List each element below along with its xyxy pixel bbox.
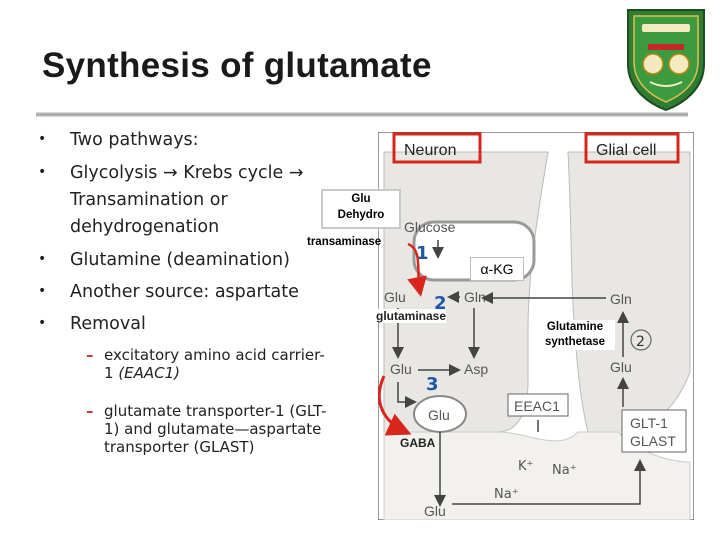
glial-label-box xyxy=(584,132,680,164)
step-1: 1 xyxy=(416,243,429,264)
glt1-glast-box xyxy=(621,409,687,453)
glu-neuron-2: Glu xyxy=(390,361,412,377)
k-ion: K⁺ xyxy=(518,459,533,474)
transaminase-annotation: transaminase xyxy=(307,236,382,248)
glu-glial: Glu xyxy=(610,359,632,375)
synaptic-cleft xyxy=(383,431,691,520)
step-2: 2 xyxy=(434,293,447,314)
akg-annotation: α-KG xyxy=(470,257,524,281)
gln-glial: Gln xyxy=(610,291,632,307)
title-divider xyxy=(36,112,688,117)
step-2-glial: 2 xyxy=(636,334,645,350)
glt1-label: GLT-1 xyxy=(630,415,668,431)
glu-vesicle: Glu xyxy=(428,407,450,423)
eeac1-label: EEAC1 xyxy=(514,398,560,414)
glial-label: Glial cell xyxy=(596,142,656,159)
glutamine-synthetase-annotation: Glutamine synthetase xyxy=(535,320,615,350)
university-logo xyxy=(627,9,705,112)
na-ion-2: Na⁺ xyxy=(494,487,519,502)
step-3: 3 xyxy=(426,374,439,395)
neuron-label: Neuron xyxy=(404,142,456,159)
glu-synapse: Glu xyxy=(424,503,446,519)
removal-item-eaac1: – excitatory amino acid carrier- 1 (EAAC… xyxy=(86,346,325,382)
glucose-label: Glucose xyxy=(404,219,456,235)
removal-item-glt1: – glutamate transporter-1 (GLT- 1) and g… xyxy=(86,402,327,456)
red-arrow-transaminase xyxy=(407,242,427,297)
gaba-annotation: GABA xyxy=(400,436,436,450)
neuron-label-box xyxy=(392,132,482,164)
glast-label: GLAST xyxy=(630,433,676,449)
glu-dehydro-annotation: Glu Dehydro xyxy=(321,189,401,229)
step-2-glial-circle xyxy=(630,329,652,351)
glu-neuron: Glu xyxy=(384,289,406,305)
red-arrow-gaba xyxy=(378,375,412,436)
asp-label: Asp xyxy=(464,361,488,377)
eeac1-box xyxy=(507,393,569,417)
gln-neuron: Gln xyxy=(464,289,486,305)
na-ion-1: Na⁺ xyxy=(552,463,577,478)
glutaminase-annotation: glutaminase xyxy=(376,309,447,323)
slide-title: Synthesis of glutamate xyxy=(42,46,432,85)
